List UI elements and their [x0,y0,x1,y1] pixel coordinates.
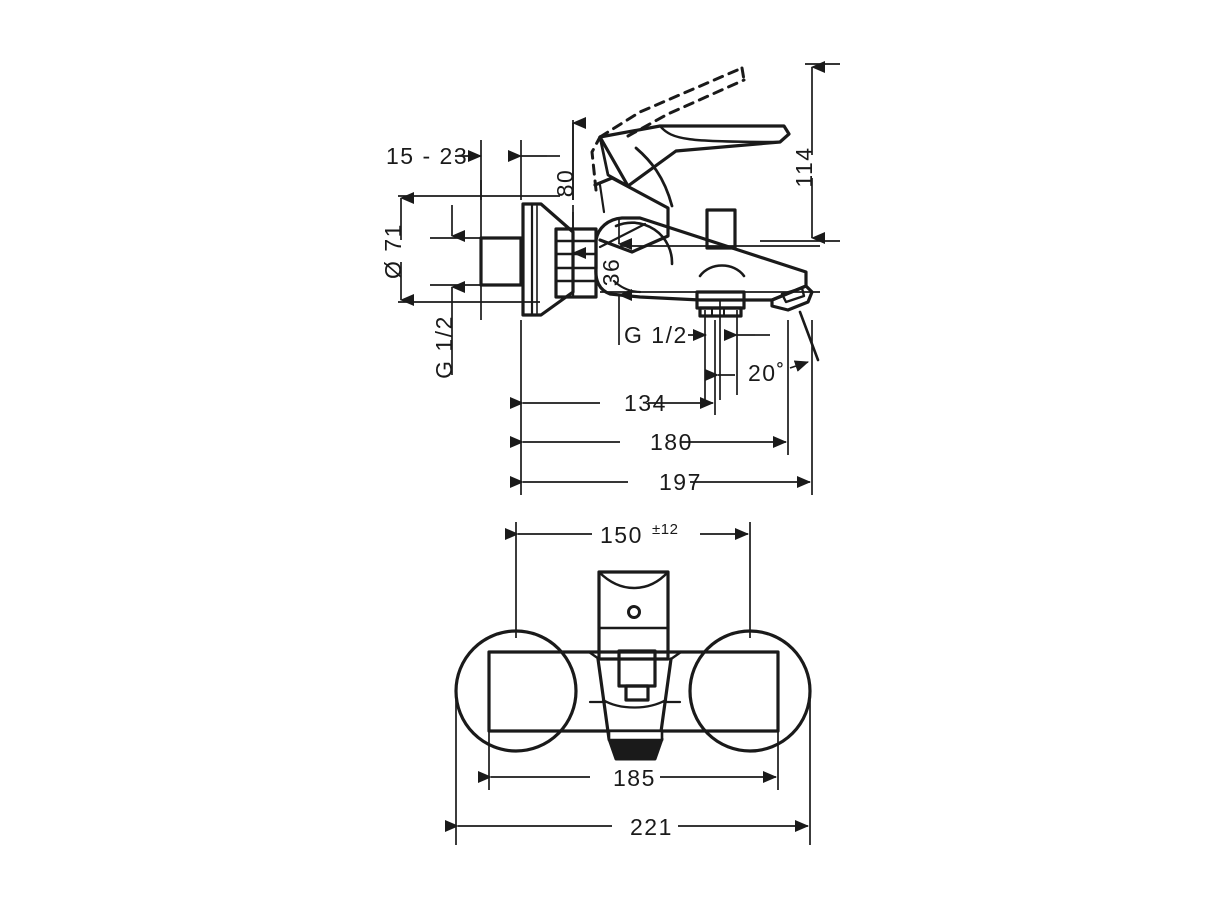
cartridge-dome [614,221,674,266]
lever-raised-outline-a [590,135,602,192]
shower-outlet-thread [698,306,743,318]
front-diverter-stem [624,684,650,702]
side-view-product [479,66,820,362]
front-aerator-ring [607,729,664,742]
dim-label-185: 185 [613,765,656,791]
dim-label-134: 134 [624,390,667,416]
dim-label-221: 221 [630,814,673,840]
angle-leader-line [798,310,820,362]
spout-aerator [770,284,814,312]
dim-label-g12-left: G 1/2 [431,315,457,379]
side-view-dimensions [398,61,840,495]
lever-stem [593,176,670,254]
coupling-nut [554,227,598,299]
aerator-slot [780,286,806,304]
handle-housing [597,570,670,661]
lever-handle [598,124,791,188]
dim-label-114: 114 [791,146,817,187]
housing-top-curve [597,570,670,590]
dim-20deg-right-arrow [789,360,809,372]
lever-raised-outline-c [626,78,746,138]
diverter-knob [705,208,737,250]
dim-label-197: 197 [659,469,702,495]
dim-label-150-tolerance: ±12 [652,521,678,538]
front-diverter-knob [617,649,657,688]
dim-label-g12-outlet: G 1/2 [624,322,688,348]
dim-label-180: 180 [650,429,693,455]
lever-raised-outline-b [598,66,744,139]
dim-label-80: 80 [552,169,578,198]
dim-label-15-23: 15 - 23 [386,143,468,169]
spout-collar-arc [601,698,668,709]
handle-pivot-screw [627,605,641,619]
dim-label-150: 150 [600,522,643,548]
dim-label-36: 36 [598,258,624,287]
dim-label-20deg: 20˚ [748,360,786,386]
lever-raised-outline-d [740,66,746,82]
front-view-dimensions [445,522,811,845]
dim-label-71: Ø 71 [380,223,406,279]
outlet-dome-arc [698,264,746,278]
